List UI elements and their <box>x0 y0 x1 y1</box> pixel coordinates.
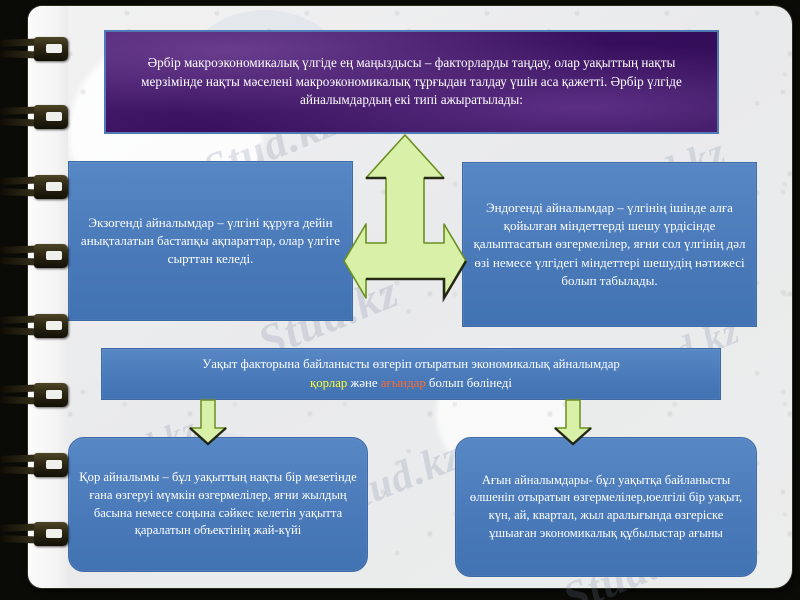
stock-definition-text: Қор айналымы – бұл уақыттың нақты бір ме… <box>79 470 357 538</box>
time-factor-banner: Уақыт факторына байланысты өзгеріп отыра… <box>101 348 721 400</box>
banner-line1: Уақыт факторына байланысты өзгеріп отыра… <box>202 357 620 372</box>
spiral-ring <box>0 243 68 269</box>
flow-definition-text: Ағын айналымдары- бұл уақытқа байланысты… <box>469 472 743 540</box>
spiral-ring <box>0 452 68 478</box>
endogenous-definition-box: Эндогенді айналымдар – үлгінің ішінде ал… <box>462 162 757 327</box>
banner-conjunction: және <box>347 376 381 390</box>
header-statement-box: Әрбір макроэкономикалық үлгіде ең маңызд… <box>104 30 719 134</box>
endogenous-definition-text: Эндогенді айналымдар – үлгінің ішінде ал… <box>473 200 746 288</box>
spiral-ring <box>0 36 68 62</box>
exogenous-definition-text: Экзогенді айналымдар – үлгіні құруға дей… <box>80 214 341 267</box>
down-arrow-icon <box>554 399 592 446</box>
banner-line2-tail: болып бөлінеді <box>425 376 512 390</box>
banner-keyword-stocks: қорлар <box>310 376 348 390</box>
spiral-ring <box>0 382 68 408</box>
binding-strip <box>28 6 68 588</box>
stock-definition-box: Қор айналымы – бұл уақыттың нақты бір ме… <box>68 437 368 572</box>
banner-keyword-flows: ағындар <box>380 376 426 390</box>
exogenous-definition-box: Экзогенді айналымдар – үлгіні құруға дей… <box>68 161 353 321</box>
up-left-right-arrow-icon <box>343 134 468 303</box>
spiral-ring <box>0 313 68 339</box>
spiral-ring <box>0 104 68 130</box>
spiral-ring <box>0 174 68 200</box>
time-factor-banner-text: Уақыт факторына байланысты өзгеріп отыра… <box>202 355 620 392</box>
header-statement-text: Әрбір макроэкономикалық үлгіде ең маңызд… <box>141 54 682 108</box>
spiral-ring <box>0 521 68 547</box>
down-arrow-icon <box>189 399 227 446</box>
flow-definition-box: Ағын айналымдары- бұл уақытқа байланысты… <box>455 437 757 577</box>
